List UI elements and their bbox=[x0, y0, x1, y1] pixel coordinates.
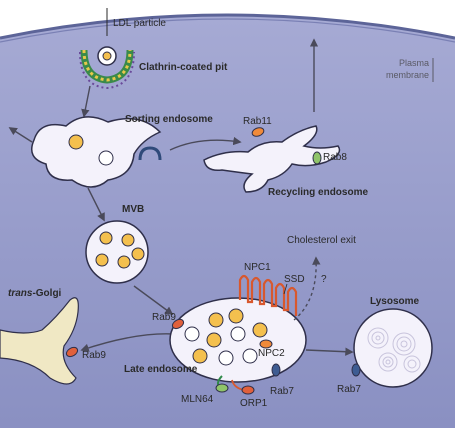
arrow-sorting-to-mvb bbox=[87, 187, 105, 222]
npc1-protein bbox=[238, 274, 298, 316]
sorting-endosome-label: Sorting endosome bbox=[125, 114, 213, 125]
npc1-label: NPC1 bbox=[244, 262, 271, 273]
rab11-protein bbox=[251, 127, 265, 137]
ssd-leader bbox=[283, 283, 288, 295]
rab9-golgi-label: Rab9 bbox=[82, 350, 106, 361]
rab9-late-label: Rab9 bbox=[152, 312, 176, 323]
rab7-lysosome-protein bbox=[351, 363, 361, 377]
trans-golgi-label: trans-Golgi bbox=[8, 288, 62, 299]
mln64-protein bbox=[215, 383, 229, 393]
orp1-protein bbox=[241, 385, 255, 395]
arrow-mvb-to-late bbox=[133, 285, 174, 315]
npc2-protein bbox=[259, 339, 273, 349]
trans-golgi bbox=[0, 297, 79, 385]
recycling-endosome-label: Recycling endosome bbox=[268, 187, 368, 198]
arrow-sorting-to-recycling bbox=[169, 136, 242, 151]
cholesterol-exit-label: Cholesterol exit bbox=[287, 235, 356, 246]
sorting-endosome-tubule bbox=[138, 146, 162, 161]
rab7-late-protein bbox=[271, 363, 281, 377]
arrow-late-to-golgi bbox=[80, 333, 175, 352]
rab9-golgi-protein bbox=[65, 346, 79, 358]
arrow-pit-to-sorting bbox=[81, 85, 91, 118]
plasma-membrane-label-1: Plasma bbox=[399, 58, 429, 68]
ssd-label: SSD bbox=[284, 274, 305, 285]
trans-golgi-label-italic: trans bbox=[8, 288, 33, 299]
orp1-label: ORP1 bbox=[240, 398, 268, 409]
rab9-late-protein bbox=[171, 318, 185, 330]
trans-golgi-label-rest: -Golgi bbox=[32, 288, 61, 299]
cell-interior bbox=[0, 15, 455, 428]
arrow-late-to-lysosome bbox=[305, 347, 354, 356]
npc2-label: NPC2 bbox=[258, 348, 285, 359]
rab8-protein bbox=[312, 151, 322, 165]
lysosome-content bbox=[367, 327, 421, 373]
arrow-sorting-to-pm-left bbox=[8, 127, 33, 143]
rab7-lysosome-label: Rab7 bbox=[337, 384, 361, 395]
rab11-label: Rab11 bbox=[243, 116, 272, 127]
mvb-label: MVB bbox=[122, 204, 144, 215]
clathrin-coated-pit-label: Clathrin-coated pit bbox=[139, 62, 228, 73]
lysosome bbox=[353, 308, 433, 388]
rab8-label: Rab8 bbox=[323, 152, 347, 163]
mln64-label: MLN64 bbox=[181, 394, 214, 405]
late-endosome-label: Late endosome bbox=[124, 364, 198, 375]
cholesterol-exit-question: ? bbox=[321, 274, 327, 285]
recycling-endosome bbox=[203, 125, 341, 193]
rab7-late-label: Rab7 bbox=[270, 386, 294, 397]
plasma-membrane bbox=[0, 13, 455, 40]
plasma-membrane-label-2: membrane bbox=[386, 70, 429, 80]
lysosome-label: Lysosome bbox=[370, 296, 420, 307]
clathrin-coated-pit bbox=[79, 46, 135, 90]
ldl-particle-label: LDL particle bbox=[113, 18, 166, 29]
sorting-endosome bbox=[31, 116, 162, 188]
arrow-cholesterol-exit bbox=[293, 256, 321, 321]
